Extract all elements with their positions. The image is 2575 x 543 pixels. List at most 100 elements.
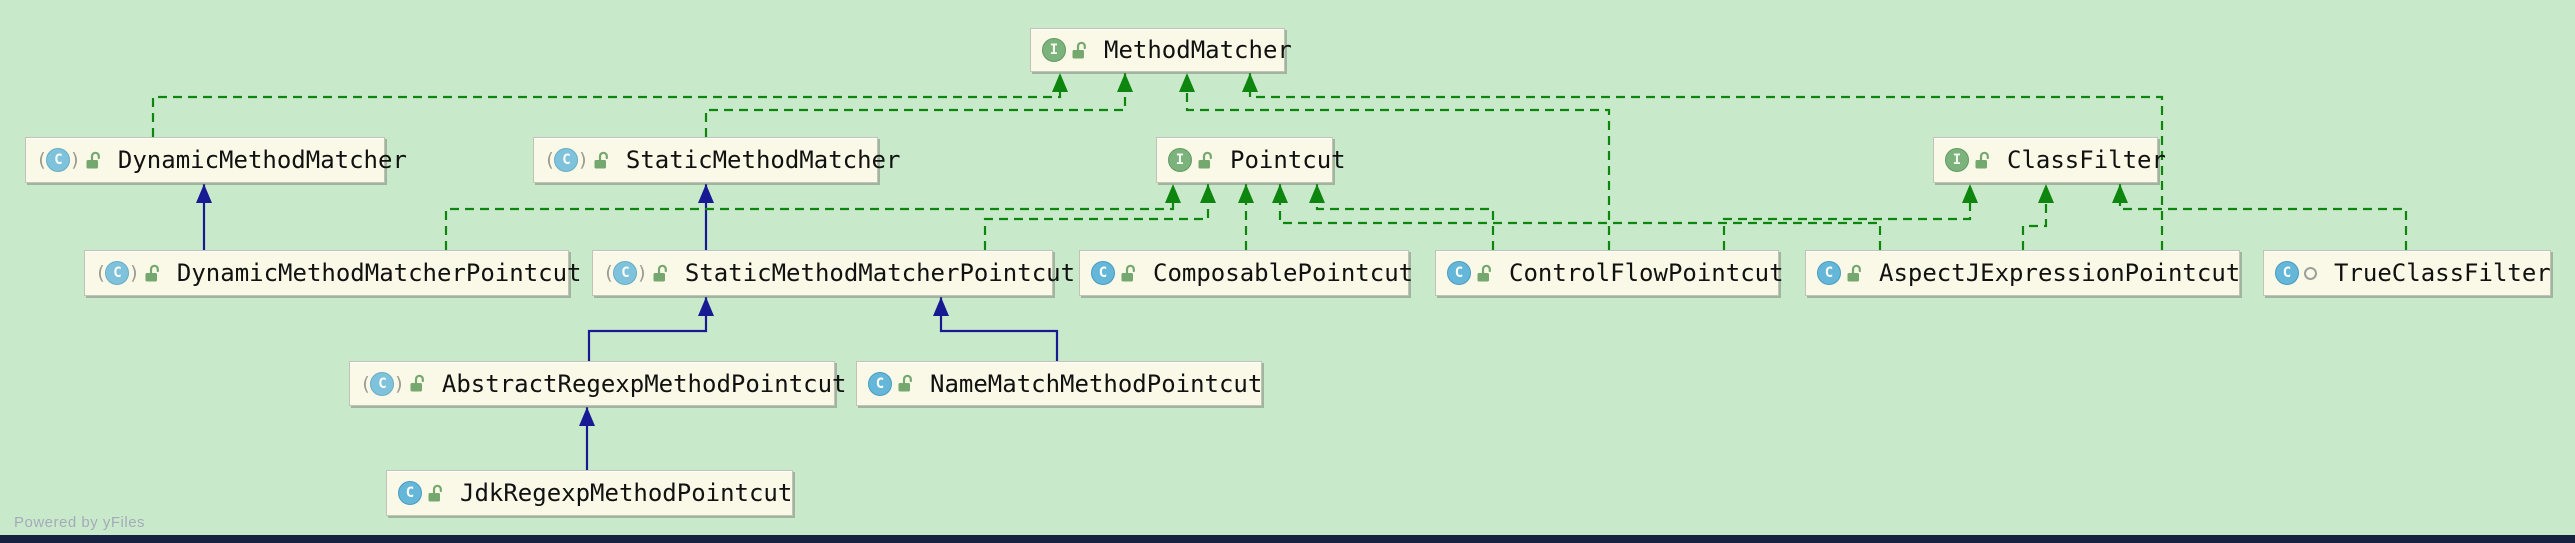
arrowhead-extends bbox=[698, 184, 714, 203]
interface-icon: I bbox=[1042, 38, 1066, 62]
class-name-label: MethodMatcher bbox=[1104, 36, 1292, 64]
class-name-label: ComposablePointcut bbox=[1153, 259, 1414, 287]
edge-ControlFlowPointcut-to-Pointcut bbox=[1315, 184, 1495, 250]
class-node-ClassFilter[interactable]: I ClassFilter bbox=[1933, 137, 2166, 183]
public-lock-icon bbox=[1198, 151, 1212, 168]
abstract-paren: ( bbox=[544, 149, 556, 171]
abstract-paren: ) bbox=[636, 262, 648, 284]
edge-DynamicMethodMatcherPointcut-to-Pointcut bbox=[444, 184, 1175, 250]
arrowhead-implements bbox=[1238, 184, 1254, 203]
class-node-ComposablePointcut[interactable]: C ComposablePointcut bbox=[1079, 250, 1413, 296]
class-icon: C bbox=[1447, 261, 1471, 285]
public-lock-icon bbox=[594, 151, 608, 168]
edge-ControlFlowPointcut-to-ClassFilter bbox=[1722, 184, 1972, 250]
abstract-class-icon-wrap: (C) bbox=[603, 261, 648, 285]
class-name-label: StaticMethodMatcherPointcut bbox=[684, 259, 1076, 287]
arrowhead-extends bbox=[579, 407, 595, 426]
class-node-Pointcut[interactable]: I Pointcut bbox=[1156, 137, 1346, 183]
abstract-class-icon-wrap: (C) bbox=[360, 371, 405, 396]
abstract-class-icon: C bbox=[554, 148, 579, 172]
edge-ControlFlowPointcut-to-MethodMatcher bbox=[1185, 73, 1611, 250]
abstract-paren: ( bbox=[95, 262, 107, 284]
public-lock-icon bbox=[145, 264, 159, 281]
public-lock-icon bbox=[1975, 151, 1989, 168]
bottom-bar bbox=[0, 535, 2575, 543]
abstract-paren: ( bbox=[360, 372, 372, 395]
edge-DynamicMethodMatcher-to-MethodMatcher bbox=[151, 73, 1062, 137]
abstract-paren: ) bbox=[393, 372, 405, 395]
arrowhead-extends bbox=[698, 297, 714, 316]
visibility-public bbox=[1974, 151, 1990, 170]
class-icon: C bbox=[2275, 261, 2299, 285]
package-visibility-icon bbox=[2304, 266, 2317, 280]
abstract-class-icon: C bbox=[46, 148, 71, 172]
abstract-paren: ) bbox=[577, 149, 589, 171]
class-node-MethodMatcher[interactable]: I MethodMatcher bbox=[1030, 28, 1292, 72]
visibility-public bbox=[1846, 264, 1862, 283]
visibility-public bbox=[144, 264, 160, 283]
class-name-label: DynamicMethodMatcherPointcut bbox=[176, 259, 582, 287]
visibility-public bbox=[1476, 264, 1492, 283]
interface-icon: I bbox=[1168, 148, 1192, 172]
abstract-class-icon-wrap: (C) bbox=[95, 261, 140, 285]
class-node-DynamicMethodMatcherPointcut[interactable]: (C) DynamicMethodMatcherPointcut bbox=[84, 250, 581, 296]
class-name-label: Pointcut bbox=[1230, 146, 1346, 174]
visibility-public bbox=[652, 264, 668, 283]
class-icon: C bbox=[1091, 261, 1115, 285]
class-name-label: TrueClassFilter bbox=[2334, 259, 2551, 287]
class-node-DynamicMethodMatcher[interactable]: (C) DynamicMethodMatcher bbox=[25, 137, 407, 183]
public-lock-icon bbox=[410, 374, 424, 392]
visibility-public bbox=[1071, 41, 1087, 60]
interface-icon: I bbox=[1945, 148, 1969, 172]
visibility-public bbox=[85, 151, 101, 170]
visibility-public bbox=[897, 374, 913, 393]
class-node-ControlFlowPointcut[interactable]: C ControlFlowPointcut bbox=[1435, 250, 1784, 296]
edge-AbstractRegexpMethodPointcut-to-StaticMethodMatcherPointcut bbox=[587, 297, 708, 361]
class-node-JdkRegexpMethodPointcut[interactable]: C JdkRegexpMethodPointcut bbox=[386, 470, 793, 516]
abstract-class-icon-wrap: (C) bbox=[36, 148, 81, 172]
class-name-label: ClassFilter bbox=[2007, 146, 2166, 174]
class-name-label: JdkRegexpMethodPointcut bbox=[460, 479, 793, 507]
class-node-TrueClassFilter[interactable]: C TrueClassFilter bbox=[2263, 250, 2551, 296]
visibility-public bbox=[409, 374, 425, 393]
class-name-label: DynamicMethodMatcher bbox=[117, 146, 407, 174]
class-node-StaticMethodMatcherPointcut[interactable]: (C) StaticMethodMatcherPointcut bbox=[592, 250, 1075, 296]
abstract-class-icon-wrap: (C) bbox=[544, 148, 589, 172]
arrowhead-implements bbox=[1117, 73, 1133, 92]
class-icon: C bbox=[868, 371, 892, 396]
edge-NameMatchMethodPointcut-to-StaticMethodMatcherPointcut bbox=[939, 297, 1059, 361]
visibility-public bbox=[593, 151, 609, 170]
public-lock-icon bbox=[1121, 264, 1135, 281]
arrowhead-implements bbox=[2038, 184, 2054, 203]
visibility-public bbox=[1197, 151, 1213, 170]
arrowhead-implements bbox=[1179, 73, 1195, 92]
class-icon: C bbox=[1817, 261, 1841, 285]
visibility-package bbox=[2304, 266, 2317, 280]
class-node-AbstractRegexpMethodPointcut[interactable]: (C) AbstractRegexpMethodPointcut bbox=[349, 361, 846, 406]
public-lock-icon bbox=[1847, 264, 1861, 281]
abstract-class-icon: C bbox=[370, 371, 395, 396]
abstract-paren: ) bbox=[69, 149, 81, 171]
visibility-public bbox=[427, 484, 443, 503]
arrowhead-implements bbox=[1052, 73, 1068, 92]
arrowhead-extends bbox=[933, 297, 949, 316]
arrowhead-implements bbox=[1242, 73, 1258, 92]
arrowhead-extends bbox=[196, 184, 212, 203]
class-name-label: ControlFlowPointcut bbox=[1509, 259, 1784, 287]
class-icon: C bbox=[398, 481, 422, 505]
arrowhead-implements bbox=[1165, 184, 1181, 203]
arrowhead-implements bbox=[1272, 184, 1288, 203]
visibility-public bbox=[1120, 264, 1136, 283]
class-node-StaticMethodMatcher[interactable]: (C)StaticMethodMatcher bbox=[533, 137, 900, 183]
abstract-paren: ) bbox=[128, 262, 140, 284]
arrowhead-implements bbox=[2112, 184, 2128, 203]
edge-TrueClassFilter-to-ClassFilter bbox=[2118, 184, 2408, 250]
edge-AspectJExpressionPointcut-to-MethodMatcher bbox=[1248, 73, 2164, 250]
edge-AspectJExpressionPointcut-to-Pointcut bbox=[1278, 184, 1882, 250]
class-name-label: AbstractRegexpMethodPointcut bbox=[441, 369, 847, 398]
arrowhead-implements bbox=[1309, 184, 1325, 203]
